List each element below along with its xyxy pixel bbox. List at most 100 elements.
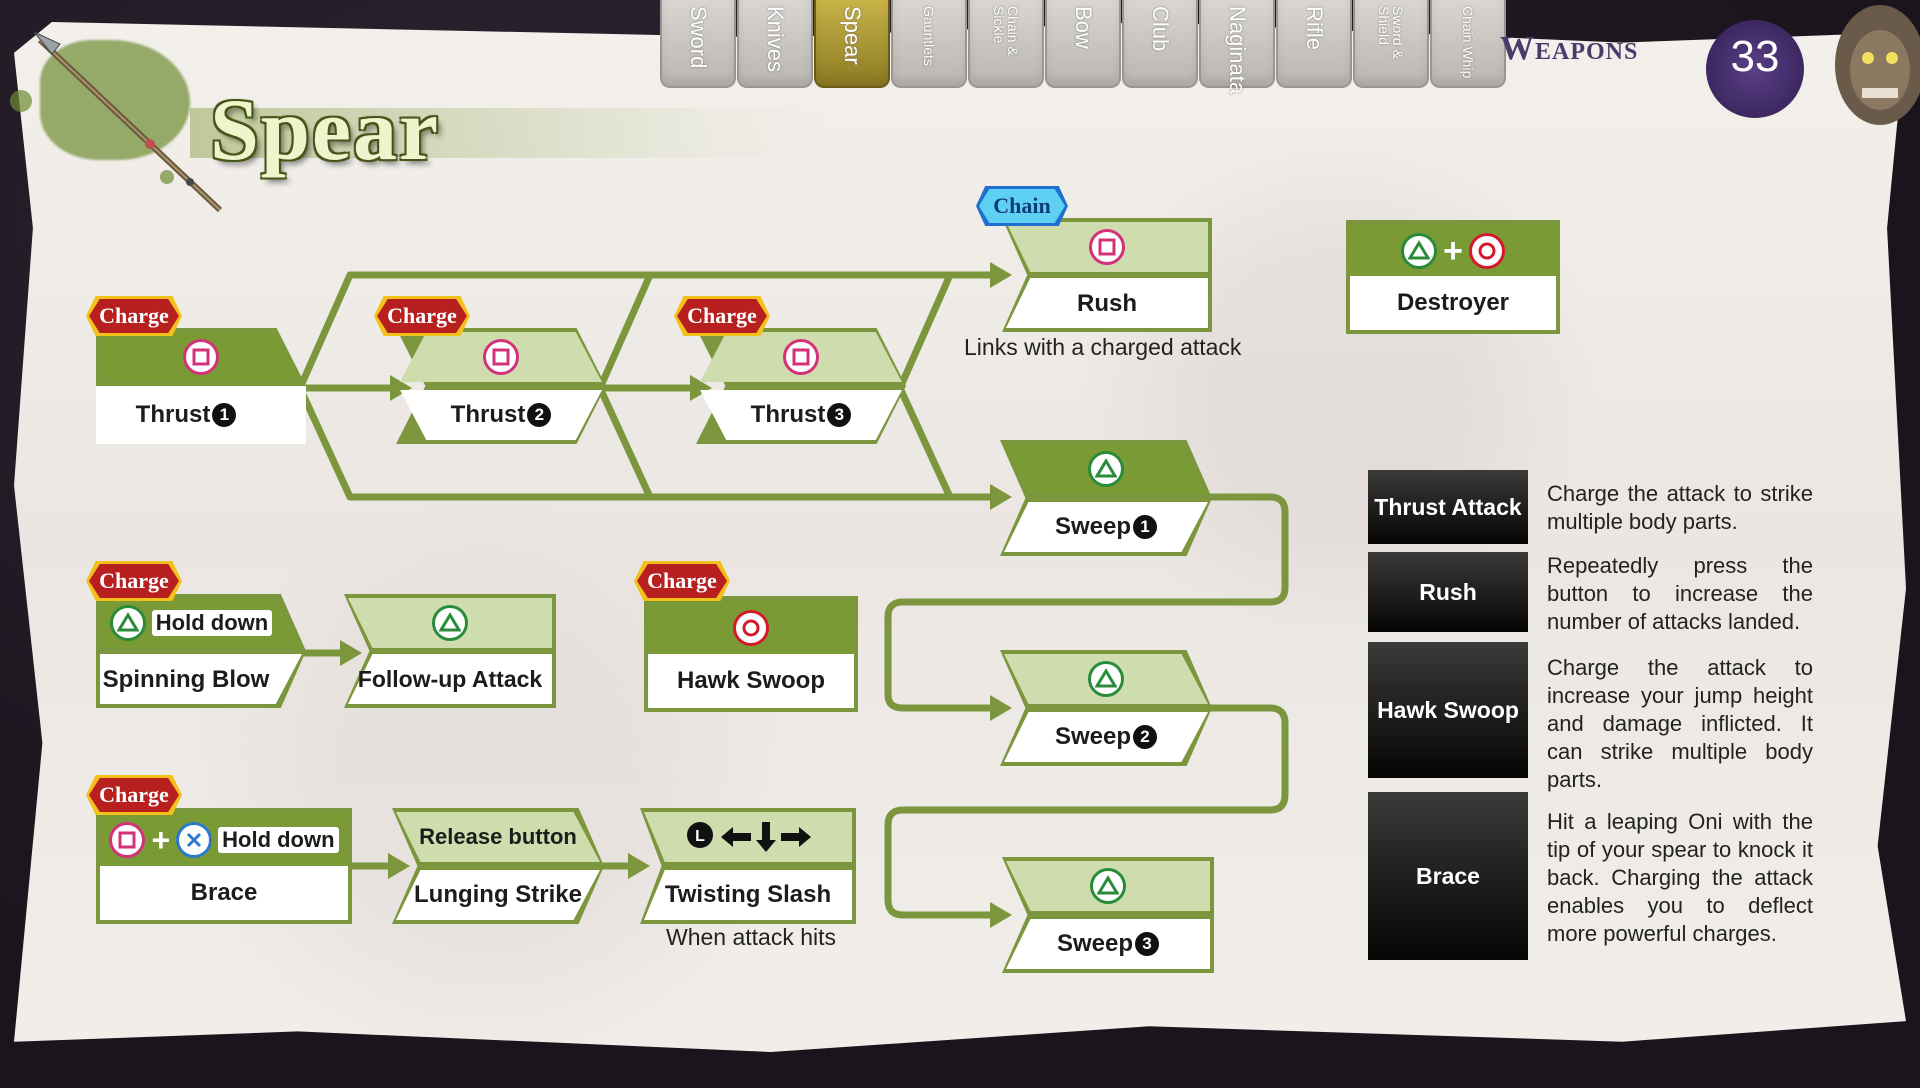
page-number-badge [1706, 20, 1804, 118]
green-splatter-drop [160, 170, 174, 184]
node-button-row: Release button [392, 808, 604, 866]
tab-sword-shield[interactable]: Sword & Shield [1353, 0, 1429, 88]
node-bottom [1004, 712, 1208, 762]
triangle-button-icon [1401, 233, 1438, 269]
node-bottom [348, 654, 552, 704]
node-button-row [1002, 857, 1214, 915]
node-top [396, 812, 600, 862]
brace-node: + Hold down Brace [96, 808, 352, 924]
node-name: Sweep [1056, 930, 1134, 957]
destroyer-node: + Destroyer [1346, 220, 1560, 334]
charge-badge: Charge [674, 296, 770, 336]
legend-description: Repeatedly press the button to increase … [1547, 553, 1813, 634]
legend-term: Brace [1368, 792, 1528, 960]
legend-description: Hit a leaping Oni with the tip of your s… [1547, 809, 1813, 946]
tab-label: Bow [1071, 6, 1096, 49]
node-bottom [1006, 919, 1210, 969]
triangle-button-icon [1090, 868, 1126, 904]
node-button-row [96, 328, 306, 386]
legend-term: Thrust Attack [1368, 470, 1528, 544]
tab-sword[interactable]: Sword [660, 0, 736, 88]
spear-icon [33, 31, 223, 213]
hold-down-label: Hold down [151, 609, 273, 636]
tab-club[interactable]: Club [1122, 0, 1198, 88]
legend-description: Charge the attack to strike multiple bod… [1547, 481, 1813, 534]
tab-label: Sword & Shield [1376, 6, 1406, 59]
node-button-row [396, 328, 606, 386]
tab-label: Chain & Sickle [991, 6, 1021, 56]
twisting-slash-caption: When attack hits [666, 924, 837, 950]
node-name: Thrust [750, 401, 826, 428]
spinning-blow-node: Hold down Spinning Blow [96, 594, 306, 708]
node-name: Sweep [1054, 513, 1132, 540]
tab-spear[interactable]: Spear [814, 0, 890, 88]
arrow-down-icon [756, 822, 776, 852]
node-label: Brace [100, 866, 348, 920]
weapon-tabs: Sword Knives Spear Gauntlets Chain & Sickle B… [660, 0, 1506, 94]
tab-rifle[interactable]: Rifle [1276, 0, 1352, 88]
step-number: 2 [1133, 725, 1158, 749]
title-band [190, 108, 830, 158]
charge-badge-text: Charge [377, 299, 467, 333]
tab-label: Rifle [1302, 6, 1327, 51]
step-number: 1 [1133, 515, 1158, 539]
charge-badge: Charge [374, 296, 470, 336]
node-name: Thrust [135, 401, 211, 428]
plus-icon: + [1443, 231, 1463, 270]
rush-node: Rush [1002, 218, 1212, 332]
section-title: Weapons [1500, 30, 1639, 67]
step-number: 3 [1135, 932, 1160, 956]
lunging-strike-node: Release button Lunging Strike [392, 808, 604, 924]
rush-caption: Links with a charged attack [964, 334, 1242, 360]
tab-knives[interactable]: Knives [737, 0, 813, 88]
tab-naginata[interactable]: Naginata [1199, 0, 1275, 94]
tab-bow[interactable]: Bow [1045, 0, 1121, 88]
node-label: Spinning Blow [102, 665, 270, 693]
step-number: 1 [212, 403, 237, 427]
node-label: Destroyer [1350, 276, 1556, 330]
square-button-icon [1089, 228, 1125, 265]
follow-up-attack-node: Follow-up Attack [344, 594, 556, 708]
circle-button-icon [733, 610, 769, 646]
tab-label: Naginata [1225, 6, 1250, 95]
node-label: Lunging Strike [414, 881, 582, 908]
triangle-button-icon [1088, 661, 1124, 697]
page-number: 33 [1730, 32, 1780, 81]
tab-chain-sickle[interactable]: Chain & Sickle [968, 0, 1044, 88]
release-button-label: Release button [419, 824, 577, 849]
node-button-row [1000, 650, 1212, 708]
node-label: Follow-up Attack [357, 666, 543, 692]
node-bottom [1004, 502, 1208, 552]
tab-gauntlets[interactable]: Gauntlets [891, 0, 967, 88]
node-button-row [1002, 218, 1212, 275]
node-button-row: Hold down [96, 594, 306, 651]
charge-badge-text: Charge [89, 778, 179, 812]
arrow-right-icon [781, 827, 811, 847]
node-bottom [700, 390, 902, 440]
node-label: Twisting Slash [664, 881, 832, 908]
tab-label: Knives [763, 6, 788, 73]
legend-term: Rush [1368, 552, 1528, 632]
circle-button-icon [1468, 233, 1505, 269]
node-button-row: L [640, 808, 856, 866]
charge-badge-text: Charge [89, 564, 179, 598]
node-button-row [648, 600, 854, 656]
tab-label: Spear [840, 6, 865, 65]
hold-down-label: Hold down [218, 827, 339, 853]
svg-text:L: L [695, 828, 705, 845]
tab-label: Club [1148, 6, 1173, 52]
node-bottom [1006, 278, 1208, 328]
chain-badge-text: Chain [979, 189, 1065, 223]
triangle-button-icon [109, 604, 146, 641]
node-button-row [344, 594, 556, 651]
triangle-button-icon [1088, 451, 1124, 487]
tab-chain-whip[interactable]: Chain Whip [1430, 0, 1506, 88]
